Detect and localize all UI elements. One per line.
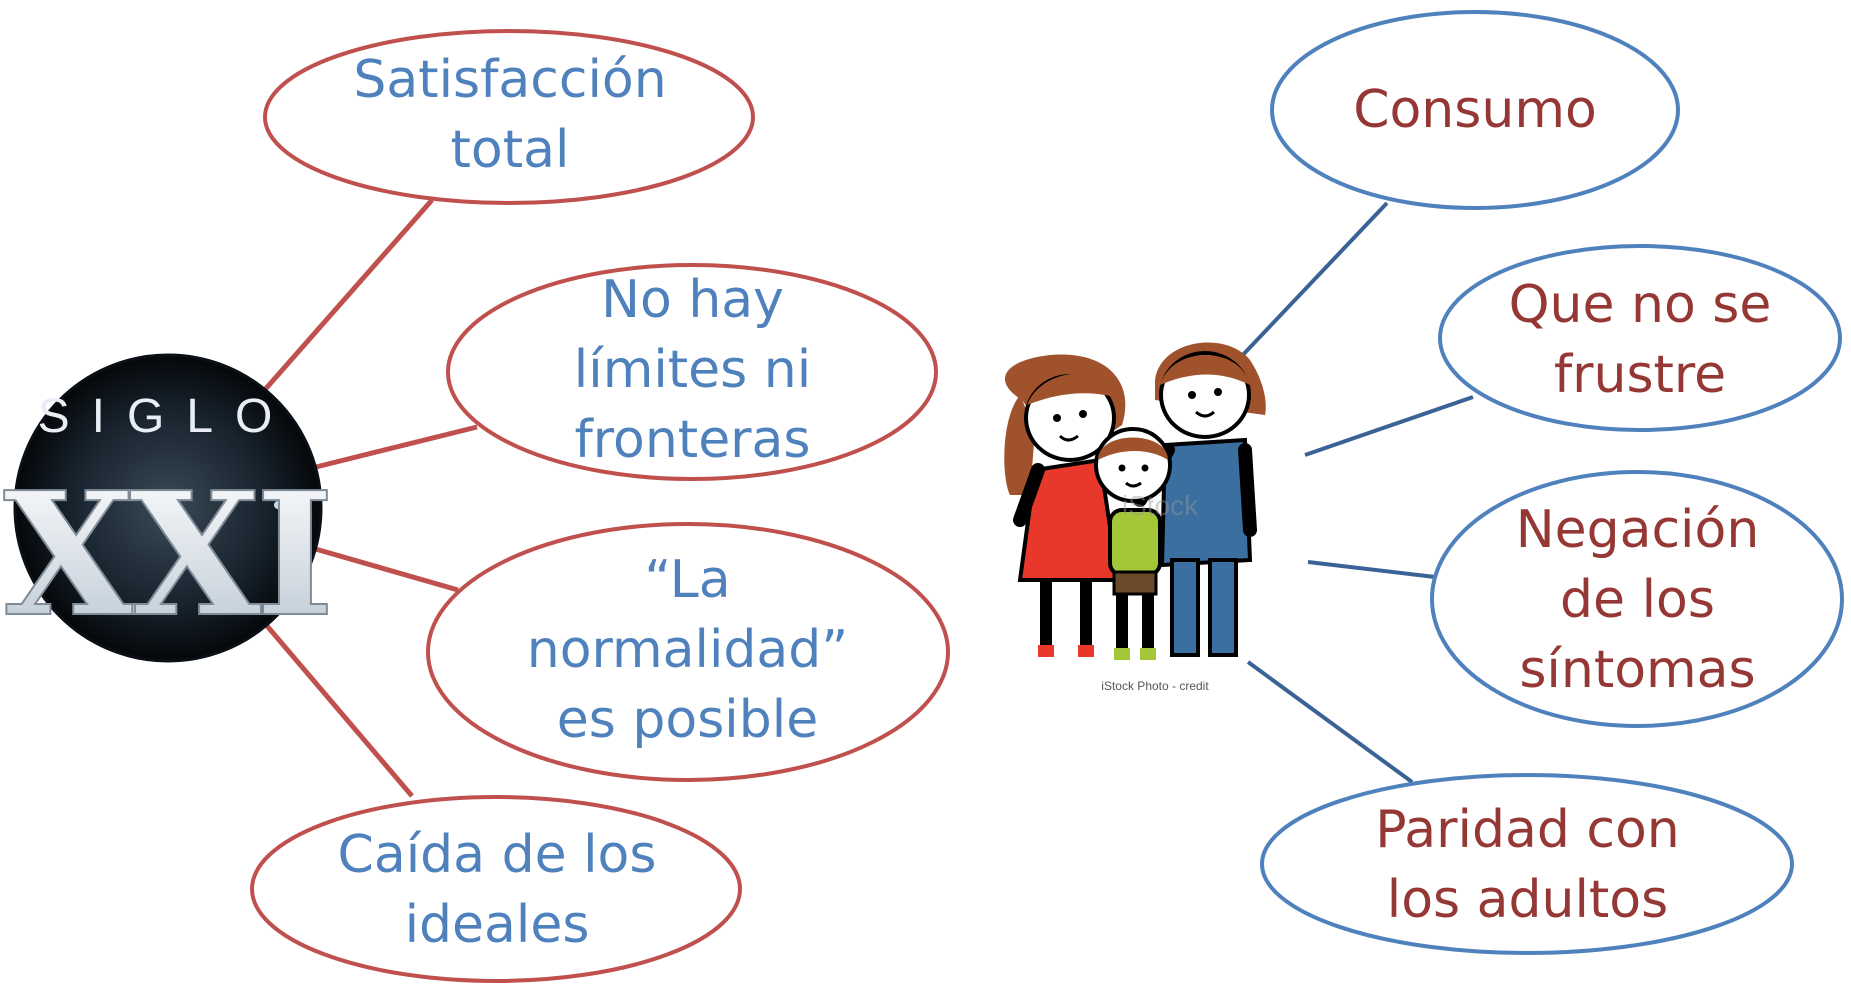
- connector-ideales: [260, 618, 414, 798]
- node-ideales-shape: [250, 795, 742, 983]
- siglo-xxi-logo: SIGLO XXI: [2, 353, 336, 663]
- watermark-text: iStock: [1122, 490, 1199, 521]
- right-ellipses: [1260, 10, 1844, 955]
- node-satisfaccion-shape: [263, 29, 755, 205]
- connector-normalidad: [311, 545, 459, 593]
- node-frustre-shape: [1438, 244, 1842, 432]
- node-ideales: Caída de los ideales: [337, 825, 657, 955]
- node-paridad: Paridad con los adultos: [1375, 800, 1680, 930]
- node-consumo-shape: [1270, 10, 1680, 210]
- connector-frustre: [1304, 395, 1474, 457]
- connector-satisfaccion: [260, 198, 434, 395]
- siglo-word: SIGLO: [38, 390, 295, 443]
- node-sintomas-shape: [1430, 470, 1844, 728]
- node-satisfaccion: Satisfacción total: [353, 50, 667, 180]
- left-ellipses: [250, 29, 950, 983]
- right-connectors: [1236, 201, 1474, 784]
- node-paridad-shape: [1260, 773, 1794, 955]
- node-frustre: Que no se frustre: [1508, 275, 1772, 405]
- node-limites: No hay límites ni fronteras: [573, 270, 812, 470]
- node-consumo: Consumo: [1353, 80, 1597, 140]
- connector-consumo: [1236, 201, 1389, 362]
- family-illustration: iStock iStock Photo - credit: [1004, 342, 1266, 693]
- photo-caption: iStock Photo - credit: [1101, 679, 1209, 693]
- mother-figure: [1004, 354, 1126, 657]
- left-connectors: [260, 198, 478, 798]
- connector-limites: [311, 424, 478, 471]
- node-normalidad-shape: [426, 522, 950, 782]
- father-figure: [1133, 342, 1266, 657]
- node-sintomas: Negación de los síntomas: [1515, 499, 1760, 700]
- connector-paridad: [1246, 660, 1414, 784]
- node-limites-shape: [446, 263, 938, 481]
- xxi-numeral: XXI: [3, 455, 328, 655]
- node-normalidad: “La normalidad” es posible: [526, 550, 849, 750]
- child-figure: [1094, 427, 1172, 660]
- connector-sintomas: [1307, 560, 1436, 579]
